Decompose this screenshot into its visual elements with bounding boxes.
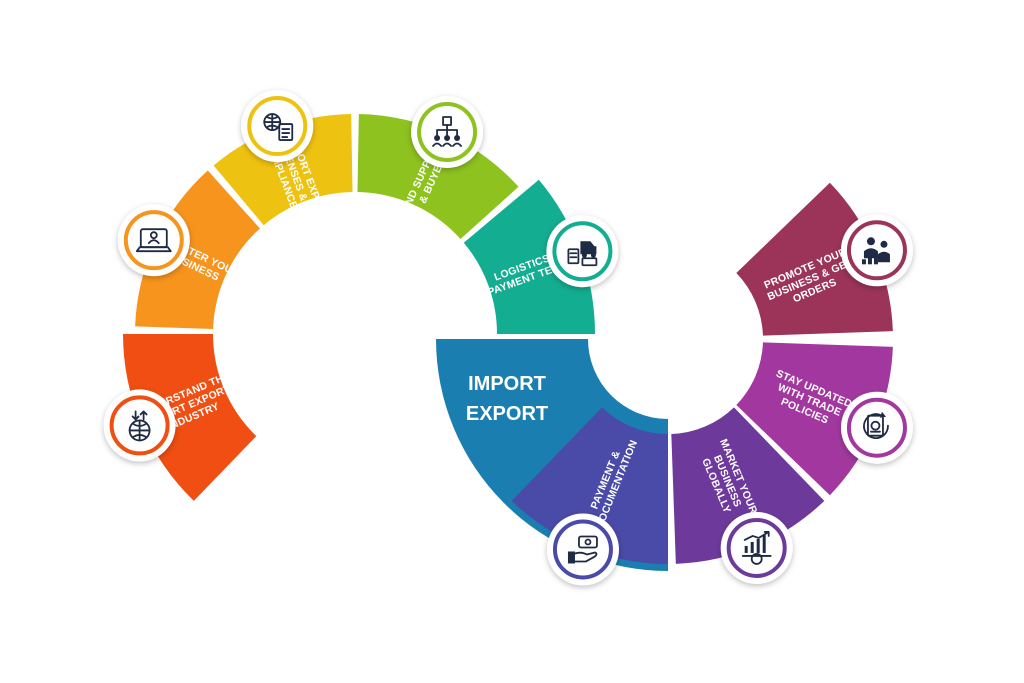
center-title-line2: EXPORT: [466, 403, 548, 425]
segment-register: [135, 170, 260, 330]
segment-understand: [123, 334, 257, 501]
badge-trade: [840, 391, 913, 464]
delivery-truck-icon: [567, 241, 598, 267]
segment-suppliers: [357, 114, 519, 239]
center-title-line1: IMPORT: [468, 373, 546, 395]
badge-promote: [840, 214, 913, 287]
badge-suppliers: [411, 95, 484, 168]
laptop-registration-icon: [135, 228, 172, 253]
badge-payment: [546, 513, 619, 586]
globe-document-icon: [263, 113, 294, 141]
segment-promote: [736, 182, 893, 336]
growth-chart-globe-icon: [741, 531, 772, 565]
badge-licenses: [241, 90, 314, 163]
badge-understand: [103, 389, 176, 462]
hand-money-icon: [567, 535, 598, 564]
badge-market: [720, 511, 793, 584]
segment-market: [671, 407, 825, 564]
segment-payment: [511, 407, 668, 564]
business-people-icon: [861, 237, 890, 265]
segment-trade: [736, 342, 893, 496]
badge-logistics: [546, 215, 619, 288]
network-hierarchy-icon: [432, 116, 462, 147]
segment-logistics: [463, 179, 595, 334]
badge-register: [117, 204, 190, 277]
policy-document-refresh-icon: [863, 411, 889, 439]
import-export-globe-icon: [128, 410, 151, 442]
